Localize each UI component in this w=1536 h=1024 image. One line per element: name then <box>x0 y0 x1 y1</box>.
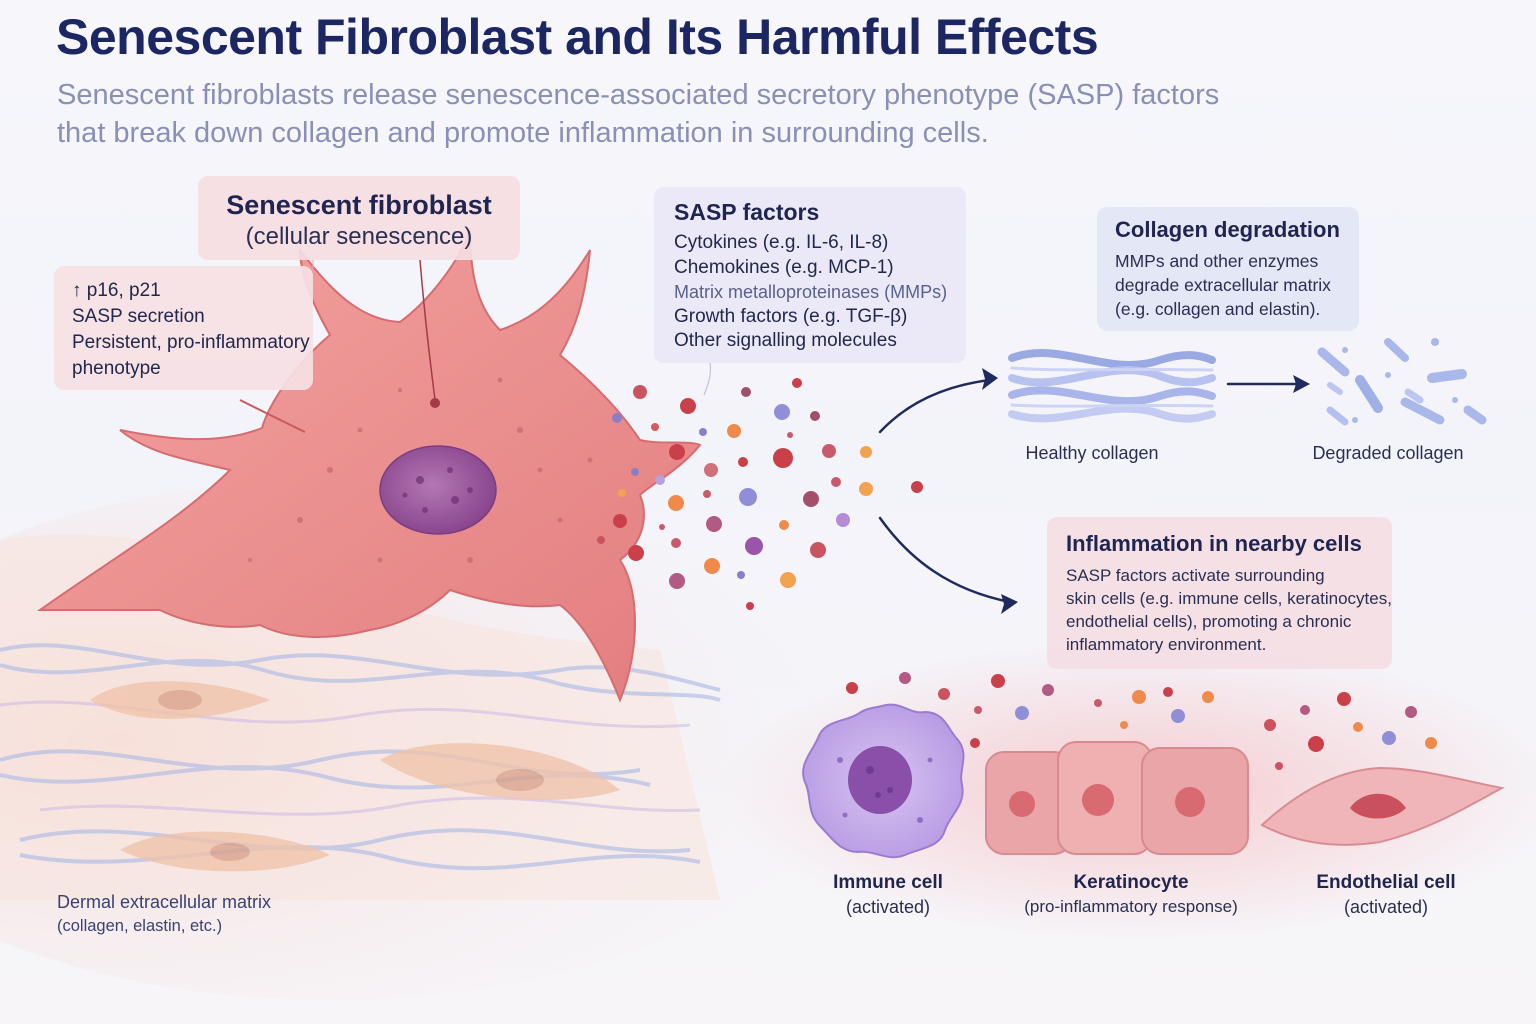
sasp-item: Chemokines (e.g. MCP-1) <box>674 256 894 278</box>
sasp-item: Matrix metalloproteinases (MMPs) <box>674 282 948 302</box>
sasp-title: SASP factors <box>674 199 820 225</box>
arrows <box>878 378 1302 604</box>
collagen-body: MMPs and other enzymes degrade extracell… <box>1115 249 1359 321</box>
dermal-matrix-label: Dermal extracellular matrix (collagen, e… <box>57 892 271 936</box>
immune-cell-label: Immune cell (activated) <box>788 872 988 918</box>
immune-cell <box>802 703 965 859</box>
dermal-matrix-line1: Dermal extracellular matrix <box>57 892 272 912</box>
fibroblast-title: Senescent fibroblast <box>226 190 492 220</box>
keratinocyte-name: Keratinocyte <box>1073 872 1189 893</box>
inflammation-body-line: endothelial cells), promoting a chronic <box>1066 612 1352 631</box>
endothelial-cell-name: Endothelial cell <box>1316 872 1456 893</box>
collagen-body-line: MMPs and other enzymes <box>1115 251 1319 271</box>
healthy-collagen-label: Healthy collagen <box>1025 443 1159 463</box>
inflammation-body-line: inflammatory environment. <box>1066 635 1267 654</box>
collagen-degradation-box: Collagen degradation MMPs and other enzy… <box>1097 207 1359 331</box>
degraded-collagen-label: Degraded collagen <box>1312 443 1464 463</box>
subtitle-line: that break down collagen and promote inf… <box>57 117 989 149</box>
collagen-body-line: (e.g. collagen and elastin). <box>1115 299 1321 319</box>
keratinocyte-cells <box>985 741 1249 855</box>
endothelial-cell-state: (activated) <box>1343 897 1429 917</box>
senescent-fibroblast-cell <box>36 229 702 703</box>
fibroblast-subtitle: (cellular senescence) <box>245 223 473 250</box>
collagen-title: Collagen degradation <box>1115 217 1340 242</box>
sasp-item: Cytokines (e.g. IL-6, IL-8) <box>674 232 889 253</box>
endothelial-cell <box>1260 766 1505 846</box>
dermal-matrix-line2: (collagen, elastin, etc.) <box>57 917 223 935</box>
inflammation-body-line: skin cells (e.g. immune cells, keratinoc… <box>1066 589 1392 608</box>
keratinocyte-label: Keratinocyte (pro-inflammatory response) <box>1000 872 1262 917</box>
nucleus <box>379 445 497 535</box>
sasp-particles <box>597 378 923 610</box>
healthy-collagen-fibers <box>1008 349 1216 423</box>
sasp-factors-box: SASP factors Cytokines (e.g. IL-6, IL-8)… <box>654 187 966 363</box>
sasp-item: Growth factors (e.g. TGF-β) <box>674 305 908 327</box>
subtitle-line: Senescent fibroblasts release senescence… <box>57 79 1220 111</box>
degraded-collagen-fragments <box>1317 338 1487 426</box>
immune-cell-state: (activated) <box>845 897 931 917</box>
marker-item: Persistent, pro-inflammatory <box>72 332 310 353</box>
page-subtitle: Senescent fibroblasts release senescence… <box>57 76 1357 152</box>
fibroblast-title-box: Senescent fibroblast (cellular senescenc… <box>198 176 520 260</box>
inflammation-title: Inflammation in nearby cells <box>1066 531 1362 556</box>
collagen-body-line: degrade extracellular matrix <box>1115 275 1331 295</box>
marker-item: ↑ p16, p21 <box>72 280 161 301</box>
keratinocyte-state: (pro-inflammatory response) <box>1024 897 1238 916</box>
marker-item: SASP secretion <box>72 306 205 327</box>
fibroblast-markers-box: ↑ p16, p21 SASP secretion Persistent, pr… <box>54 266 313 390</box>
endothelial-cell-label: Endothelial cell (activated) <box>1296 872 1476 918</box>
sasp-item: Other signalling molecules <box>674 330 897 351</box>
immune-cell-name: Immune cell <box>833 872 943 893</box>
inflammation-box: Inflammation in nearby cells SASP factor… <box>1047 517 1392 669</box>
inflammation-body-line: SASP factors activate surrounding <box>1066 566 1325 585</box>
marker-item: phenotype <box>72 358 161 379</box>
inflammation-body: SASP factors activate surrounding skin c… <box>1066 564 1392 656</box>
page-title: Senescent Fibroblast and Its Harmful Eff… <box>56 9 1099 65</box>
